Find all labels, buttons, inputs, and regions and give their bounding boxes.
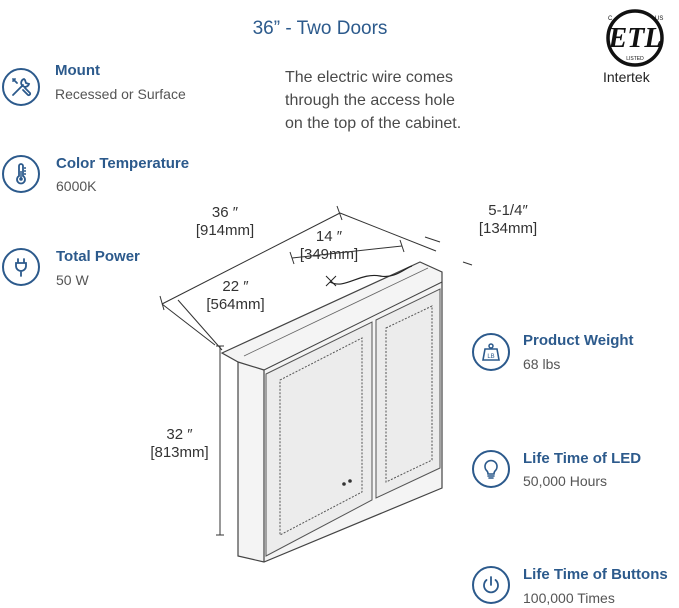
power-icon bbox=[472, 566, 510, 604]
weight-icon: LB bbox=[472, 333, 510, 371]
height-mm: [813mm] bbox=[150, 444, 209, 461]
page-title: 36” - Two Doors bbox=[252, 18, 388, 39]
plug-icon bbox=[2, 248, 40, 286]
led-lifetime-label: Life Time of LED bbox=[523, 450, 642, 467]
note-line-2: through the access hole bbox=[285, 92, 455, 109]
etl-listed-logo: ETL LISTED C US bbox=[606, 9, 664, 67]
electric-wire bbox=[329, 265, 413, 285]
height-dimension-label: 32 ″ [813mm] bbox=[132, 426, 227, 462]
total-power-label: Total Power bbox=[56, 248, 140, 265]
color-temperature-value: 6000K bbox=[56, 178, 97, 194]
right-door bbox=[375, 288, 441, 499]
wiring-note: The electric wire comes through the acce… bbox=[285, 66, 505, 135]
depth-mm: [134mm] bbox=[478, 220, 538, 237]
product-weight-value: 68 lbs bbox=[523, 356, 561, 372]
door-dimension-line bbox=[291, 245, 403, 259]
inner-mm: [564mm] bbox=[206, 296, 265, 313]
left-door bbox=[265, 321, 373, 557]
thermometer-icon bbox=[2, 155, 40, 193]
weight-badge: LB bbox=[487, 354, 494, 360]
tools-icon bbox=[2, 68, 40, 106]
intertek-label: Intertek bbox=[603, 69, 650, 85]
button-lifetime-label: Life Time of Buttons bbox=[523, 566, 668, 583]
door-dimension-label: 14 ″ [349mm] bbox=[284, 228, 374, 264]
width-mm: [914mm] bbox=[195, 222, 255, 239]
us-mark: US bbox=[655, 16, 663, 22]
depth-dimension-label: 5-1/4″ [134mm] bbox=[458, 202, 558, 238]
bulb-icon bbox=[472, 450, 510, 488]
listed-text: LISTED bbox=[626, 56, 644, 62]
width-dimension-line bbox=[161, 212, 341, 305]
color-temperature-label: Color Temperature bbox=[56, 155, 190, 172]
c-mark: C bbox=[608, 16, 613, 22]
right-led-frame bbox=[385, 305, 433, 483]
inner-dimension-line bbox=[177, 299, 223, 351]
width-dimension-label: 36 ″ [914mm] bbox=[180, 204, 270, 240]
led-lifetime-value: 50,000 Hours bbox=[523, 473, 608, 489]
depth-inches: 5-1/4″ bbox=[488, 202, 528, 219]
touch-button-1 bbox=[342, 482, 346, 486]
mount-label: Mount bbox=[55, 62, 100, 79]
touch-button-2 bbox=[348, 479, 352, 483]
width-inches: 36 ″ bbox=[211, 204, 239, 221]
mount-value: Recessed or Surface bbox=[55, 86, 186, 102]
etl-mark: ETL bbox=[608, 23, 662, 54]
left-led-frame bbox=[279, 337, 363, 536]
depth-dimension-line bbox=[424, 236, 441, 243]
inner-dimension-label: 22 ″ [564mm] bbox=[188, 278, 283, 314]
product-weight-label: Product Weight bbox=[523, 332, 634, 349]
depth-top-guide bbox=[161, 303, 216, 346]
note-line-3: on the top of the cabinet. bbox=[285, 115, 462, 132]
door-inches: 14 ″ bbox=[315, 228, 343, 245]
cabinet-drawing bbox=[159, 205, 473, 563]
door-mm: [349mm] bbox=[299, 246, 359, 263]
note-line-1: The electric wire comes bbox=[285, 69, 454, 86]
inner-inches: 22 ″ bbox=[222, 278, 249, 295]
button-lifetime-value: 100,000 Times bbox=[523, 590, 615, 606]
height-inches: 32 ″ bbox=[166, 426, 193, 443]
total-power-value: 50 W bbox=[56, 272, 89, 288]
